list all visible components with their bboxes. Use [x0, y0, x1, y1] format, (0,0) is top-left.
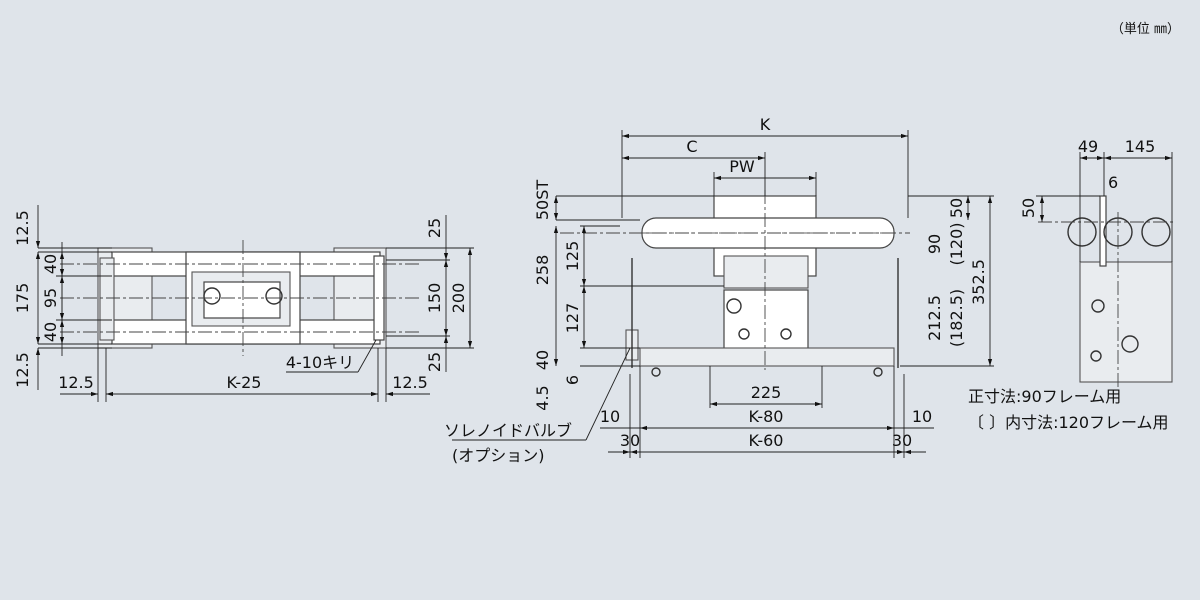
- dim-top-12-5-b: 12.5: [13, 352, 32, 388]
- dim-212-5: 212.5: [925, 295, 944, 341]
- guide-block: [723, 255, 809, 289]
- dim-right-50: 50: [947, 198, 966, 218]
- dim-49: 49: [1078, 137, 1098, 156]
- dim-top-40-a: 40: [41, 254, 60, 274]
- dim-145: 145: [1125, 137, 1156, 156]
- dim-4-5: 4.5: [533, 385, 552, 410]
- dim-258: 258: [533, 255, 552, 286]
- top-valve-block: [99, 257, 115, 341]
- dim-top-175: 175: [13, 283, 32, 314]
- base-frame: [639, 347, 895, 367]
- dim-end-6: 6: [1108, 173, 1118, 192]
- unit-note: （単位 ㎜）: [1111, 21, 1180, 37]
- dim-top-150: 150: [425, 283, 444, 314]
- dim-352-5: 352.5: [969, 259, 988, 305]
- dim-6: 6: [563, 375, 582, 385]
- legend-90-frame: 正寸法:90フレーム用: [968, 387, 1121, 406]
- dim-c: C: [686, 137, 697, 156]
- dim-end-50: 50: [1019, 198, 1038, 218]
- dim-125: 125: [563, 241, 582, 272]
- hole-callout: 4-10キリ: [286, 353, 354, 372]
- dim-top-95: 95: [41, 288, 60, 308]
- dim-top-bottom-12-5-b: 12.5: [392, 373, 428, 392]
- dim-225: 225: [751, 383, 782, 402]
- dim-30-right: 30: [892, 431, 912, 450]
- hole-leader: [357, 339, 377, 373]
- dim-90: 90: [925, 234, 944, 254]
- top-carriage-window: [203, 281, 281, 319]
- top-roller-circle: [265, 287, 283, 305]
- side-view: K C PW 50ST 258 125 127 40 6 4.5 50 90 (…: [444, 115, 994, 465]
- top-roller-circle: [203, 287, 221, 305]
- dim-120: (120): [947, 222, 966, 265]
- dim-top-25-a: 25: [425, 218, 444, 238]
- dim-top-bottom-12-5-a: 12.5: [58, 373, 94, 392]
- end-view: 49 145 6 50: [1019, 137, 1176, 390]
- end-frame: [1079, 261, 1173, 383]
- dim-top-40-b: 40: [41, 322, 60, 342]
- valve-label: ソレノイドバルブ: [444, 421, 572, 440]
- dim-top-k-25: K-25: [227, 373, 262, 392]
- dim-top-12-5-a: 12.5: [13, 210, 32, 246]
- dim-182-5: (182.5): [947, 289, 966, 347]
- dim-40: 40: [533, 350, 552, 370]
- dim-top-25-b: 25: [425, 352, 444, 372]
- dim-pw: PW: [729, 157, 755, 176]
- dim-top-200: 200: [449, 283, 468, 314]
- valve-leader: [585, 347, 631, 441]
- legend: 正寸法:90フレーム用 〔 〕内寸法:120フレーム用: [968, 387, 1169, 432]
- dim-127: 127: [563, 303, 582, 334]
- dim-k-80: K-80: [749, 407, 784, 426]
- dim-50st: 50ST: [533, 180, 552, 221]
- dim-k-60: K-60: [749, 431, 784, 450]
- dim-30-left: 30: [620, 431, 640, 450]
- legend-120-frame: 〔 〕内寸法:120フレーム用: [968, 413, 1169, 432]
- dim-k: K: [760, 115, 771, 134]
- top-view: 12.5 175 12.5 40 95 40 25 150 200 25 12.…: [13, 205, 474, 402]
- dim-10-left: 10: [600, 407, 620, 426]
- dim-10-right: 10: [912, 407, 932, 426]
- valve-option-label: (オプション): [452, 446, 545, 465]
